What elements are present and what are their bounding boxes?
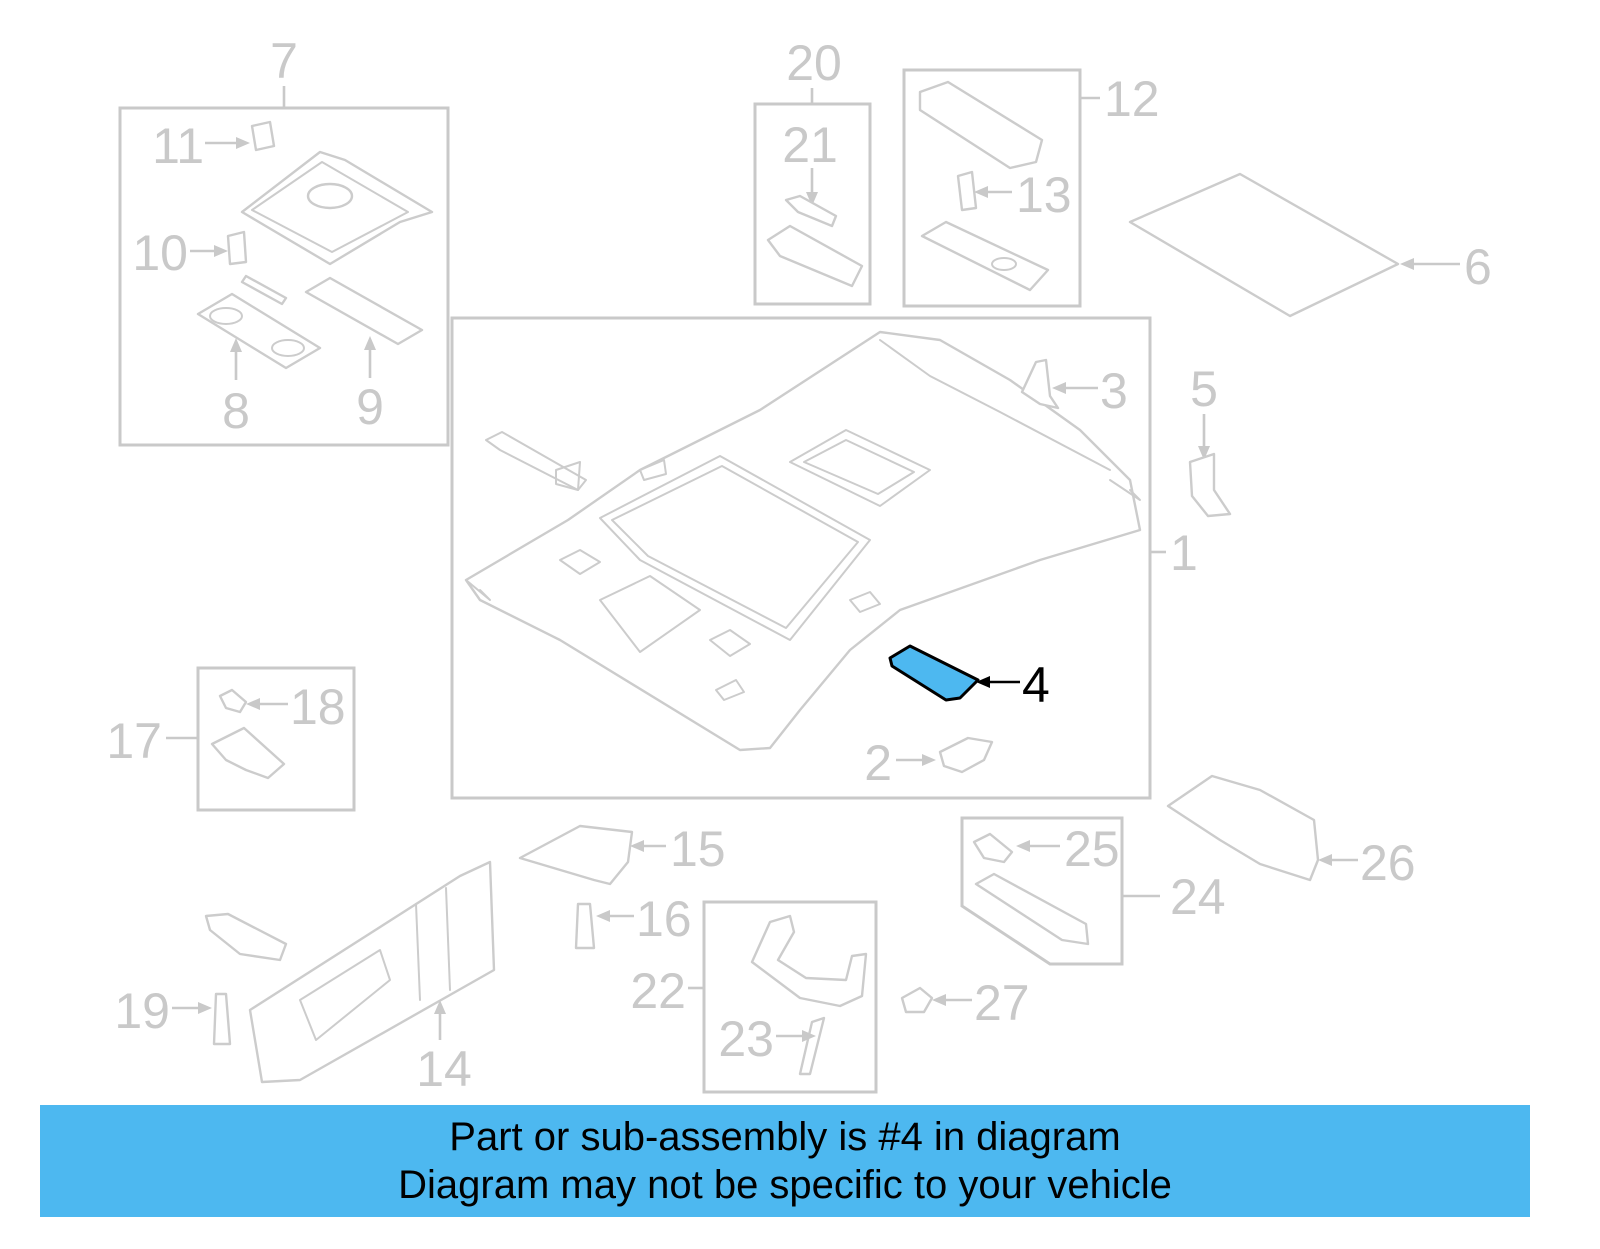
part-27-clip: 27 — [900, 975, 1030, 1031]
banner-line-2: Diagram may not be specific to your vehi… — [398, 1163, 1172, 1207]
group-20-map-light: 20 21 — [753, 35, 872, 306]
clip-2 — [938, 736, 994, 774]
part-5-trim: 5 — [1188, 361, 1232, 518]
bulb-10 — [226, 230, 248, 266]
group-12-lamp: 12 13 — [902, 68, 1160, 308]
bulb-21 — [784, 194, 838, 228]
lamp-cover-12 — [918, 80, 1044, 170]
callout-7: 7 — [270, 33, 298, 89]
callout-12: 12 — [1104, 71, 1160, 127]
group-17-bracket: 17 18 — [106, 666, 356, 812]
callout-19: 19 — [114, 983, 170, 1039]
callout-22: 22 — [630, 963, 686, 1019]
banner-line-1: Part or sub-assembly is #4 in diagram — [449, 1115, 1121, 1159]
bulb-13 — [956, 170, 978, 212]
group-24-frame — [960, 816, 1124, 966]
callout-18: 18 — [290, 679, 346, 735]
group-12-frame — [902, 68, 1082, 308]
callout-14: 14 — [416, 1041, 472, 1097]
callout-20: 20 — [786, 35, 842, 91]
group-7-dome-light: 7 11 10 8 9 — [118, 33, 450, 447]
clip-25 — [972, 832, 1014, 864]
map-lamp-housing — [766, 224, 864, 288]
group-1-headliner: 1 3 4 2 — [450, 316, 1198, 800]
callout-23: 23 — [718, 1011, 774, 1067]
console-mount — [599, 575, 701, 653]
callout-4: 4 — [1022, 657, 1050, 713]
part-4-highlight — [888, 644, 980, 702]
grab-handle-22 — [750, 914, 868, 1008]
bracket-15 — [518, 824, 634, 886]
callout-10: 10 — [132, 225, 188, 281]
screw-23 — [798, 1016, 826, 1076]
callout-3: 3 — [1100, 363, 1128, 419]
callout-11: 11 — [152, 118, 204, 174]
part-6-pad: 6 — [1128, 172, 1492, 318]
group-22-frame — [702, 900, 878, 1094]
callout-6: 6 — [1464, 239, 1492, 295]
rear-frame — [789, 429, 931, 507]
callout-25: 25 — [1064, 821, 1120, 877]
callout-2: 2 — [864, 735, 892, 791]
lens-9 — [304, 276, 424, 346]
callout-5: 5 — [1190, 361, 1218, 417]
group-1-frame — [450, 316, 1152, 800]
group-24-retainer: 24 25 — [960, 816, 1226, 966]
part-15-16-bracket: 15 16 — [518, 821, 726, 950]
clip-27 — [900, 986, 934, 1014]
callout-15: 15 — [670, 821, 726, 877]
callout-17: 17 — [106, 713, 162, 769]
visor-bracket — [204, 912, 288, 962]
lamp-base-12 — [920, 220, 1050, 292]
pillar-trim-5 — [1188, 452, 1232, 518]
info-banner: Part or sub-assembly is #4 in diagram Di… — [40, 1105, 1530, 1217]
clip-3 — [1020, 358, 1060, 410]
callout-27: 27 — [974, 975, 1030, 1031]
callout-13: 13 — [1016, 167, 1072, 223]
screw-16 — [574, 902, 596, 950]
callout-1: 1 — [1170, 525, 1198, 581]
part-14-sun-visor: 14 19 — [114, 860, 496, 1097]
callout-26: 26 — [1360, 835, 1416, 891]
callout-16: 16 — [636, 891, 692, 947]
lens-8 — [196, 292, 322, 370]
handle-bracket — [485, 431, 587, 491]
callout-21: 21 — [782, 117, 838, 173]
bracket-17 — [210, 726, 286, 780]
screw-19 — [212, 992, 232, 1046]
retainer-24 — [974, 872, 1090, 946]
callout-24: 24 — [1170, 869, 1226, 925]
callout-8: 8 — [222, 383, 250, 439]
callout-9: 9 — [356, 379, 384, 435]
group-22-grab-handle: 22 23 — [630, 900, 878, 1094]
sunroof-opening — [599, 455, 871, 641]
trim-26 — [1166, 774, 1320, 882]
bulb-11 — [250, 120, 276, 152]
pad-6 — [1128, 172, 1400, 318]
part-26-trim: 26 — [1166, 774, 1416, 891]
clip-18 — [218, 688, 248, 714]
